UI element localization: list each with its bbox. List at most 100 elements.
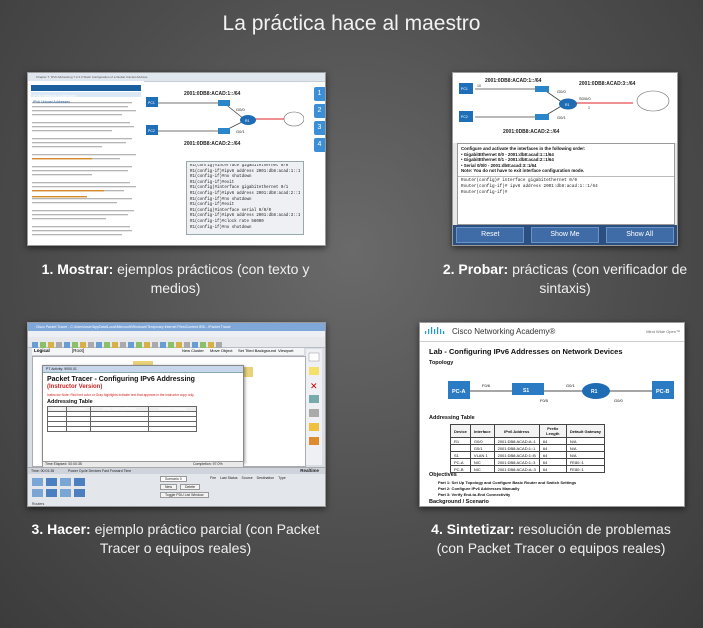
- table-header: Prefix Length: [538, 424, 567, 438]
- pc-a-icon: [448, 381, 470, 399]
- syntax-checker-console[interactable]: Configure and activate the interfaces in…: [457, 143, 675, 225]
- table-cell: FE80::1: [565, 458, 605, 466]
- reset-button[interactable]: Reset: [456, 227, 525, 243]
- step-tab-3[interactable]: 3: [314, 121, 325, 135]
- svg-text:PC1: PC1: [148, 101, 155, 105]
- table-cell: 2001:ACE:CAFE:AF0::2/6: [89, 426, 150, 433]
- step-tab-2[interactable]: 2: [314, 104, 325, 118]
- table-cell: 2001:ACCE:BEEF::1: [148, 426, 197, 433]
- set-tiled-background-button[interactable]: Set Tiled Background: [238, 348, 277, 353]
- cloud-icon: [636, 90, 670, 112]
- activity-dialog[interactable]: PT Activity: 9000.01 Packet Tracer - Con…: [42, 365, 244, 463]
- toolbar-button-icon: [176, 342, 182, 348]
- toolbar-button-icon: [208, 342, 214, 348]
- addressing-table-heading: Addressing Table: [429, 415, 475, 421]
- new-button[interactable]: New: [160, 484, 178, 490]
- toolbar-button-icon: [160, 342, 166, 348]
- text-line: [32, 126, 134, 128]
- step-tab-1[interactable]: 1: [314, 87, 325, 101]
- cli-line: R1(config-if)#ipv6 address 2001:db8:acad…: [190, 214, 300, 219]
- text-line: [32, 210, 134, 212]
- viewport-button[interactable]: Viewport: [278, 348, 294, 353]
- syntax-checker-buttons: Reset Show Me Show All: [453, 225, 677, 245]
- table-cell: PC-B: [450, 465, 471, 473]
- text-line: [32, 146, 102, 148]
- toolbar-button-icon: [104, 342, 110, 348]
- table-cell: 2001:DB8:ACAD:1::1: [493, 444, 540, 452]
- dialog-title: Packet Tracer - Configuring IPv6 Address…: [47, 376, 195, 383]
- instruction-line: • GigabitEthernet 0/0 - 2001:db8:acad:1:…: [461, 151, 554, 157]
- topology-heading: Topology: [429, 360, 454, 366]
- completion: Completion: 97.0%: [193, 462, 223, 466]
- pdu-column-header: Destination: [256, 476, 275, 480]
- logical-tab[interactable]: Logical: [34, 348, 50, 353]
- tagline: Mind Wide Open™: [646, 329, 680, 334]
- svg-text:G0/1: G0/1: [557, 115, 566, 120]
- lab-topology-diagram: PC-A PC-B S1 R1 F0/6 F0/5 G0/1 G0/0: [448, 381, 674, 403]
- table-cell: [450, 444, 471, 452]
- toggle-pdu-list-button[interactable]: Toggle PDU List Window: [160, 492, 209, 498]
- realtime-mode[interactable]: Realtime: [300, 468, 319, 473]
- show-all-button[interactable]: Show All: [605, 227, 674, 243]
- text-line: [32, 218, 106, 220]
- svg-text:G0/0: G0/0: [557, 89, 566, 94]
- cli-line: R1(config-if)#ipv6 address 2001:db8:acad…: [190, 191, 300, 196]
- delete-button[interactable]: Delete: [180, 484, 201, 490]
- new-cluster-button[interactable]: New Cluster: [182, 348, 204, 353]
- toolbar-button-icon: [112, 342, 118, 348]
- move-object-button[interactable]: Move Object: [210, 348, 233, 353]
- topology-diagram: 2001:0DB8:ACAD:1::/64 2001:0DB8:ACAD:2::…: [146, 91, 304, 147]
- toolbar-button-icon: [152, 342, 158, 348]
- cloud-icon: [283, 111, 304, 127]
- table-cell: R1: [450, 437, 471, 445]
- scenario-select[interactable]: Scenario 0: [160, 476, 187, 482]
- table-header: Interface: [469, 424, 495, 438]
- toolbar-button-icon: [168, 342, 174, 348]
- svg-text:Routers: Routers: [32, 502, 45, 506]
- toolbar-button-icon: [200, 342, 206, 348]
- switch-icon: [218, 100, 230, 106]
- toolbar-button-icon: [48, 342, 54, 348]
- do-packet-tracer-thumbnail: Cisco Packet Tracer - C:\Users\user\AppD…: [27, 322, 326, 507]
- device-type-icon: [46, 489, 57, 497]
- table-cell: G0/1: [469, 444, 495, 452]
- objectives-list: Part 1: Set Up Topology and Configure Ba…: [438, 480, 576, 498]
- objective-item: Part 3: Verify End-to-End Connectivity: [438, 492, 511, 497]
- cisco-logo-icon: [425, 327, 445, 334]
- cli-line: R1(config)#interface gigabitethernet 0/1: [190, 186, 289, 191]
- table-cell: NIC: [469, 465, 495, 473]
- show-me-button[interactable]: Show Me: [530, 227, 599, 243]
- step-tabs: 1 2 3 4: [314, 87, 325, 155]
- window-titlebar: Cisco Packet Tracer - C:\Users\user\AppD…: [28, 323, 325, 331]
- caption-do: 3. Hacer: ejemplo práctico parcial (con …: [31, 521, 320, 556]
- synthesize-lab-thumbnail: Cisco Networking Academy® Mind Wide Open…: [419, 322, 685, 507]
- page-title: La práctica hace al maestro: [222, 12, 481, 35]
- device-type-icon: [60, 478, 71, 486]
- step-tab-4[interactable]: 4: [314, 138, 325, 152]
- table-cell: VLAN 1: [469, 451, 495, 459]
- workspace-bar: Logical [Root] New Cluster Move Object S…: [32, 348, 304, 356]
- text-line: [32, 130, 112, 132]
- cli-line: Router(config-if)# ipv6 address 2001:db8…: [461, 183, 598, 189]
- power-cycle-button[interactable]: Power Cycle Devices Fast Forward Time: [68, 469, 132, 473]
- table-cell: 64: [538, 465, 567, 473]
- table-cell: 2001:DB8:ACAD:1::B: [493, 451, 540, 459]
- pdu-column-header: Source: [241, 476, 253, 480]
- svg-text:PC-A: PC-A: [452, 389, 465, 395]
- objectives-heading: Objectives: [429, 472, 457, 478]
- device-palette[interactable]: Routers: [30, 476, 150, 506]
- svg-text:S1: S1: [523, 388, 529, 394]
- svg-text:G0/0: G0/0: [236, 107, 245, 112]
- complex-pdu-icon: [309, 437, 319, 445]
- svg-text:PC2: PC2: [461, 115, 468, 119]
- table-header: Default Gateway: [565, 424, 605, 438]
- text-line: [32, 142, 126, 144]
- table-cell: 64: [538, 451, 567, 459]
- root-label: [Root]: [72, 348, 85, 353]
- svg-text:G0/0: G0/0: [614, 398, 623, 403]
